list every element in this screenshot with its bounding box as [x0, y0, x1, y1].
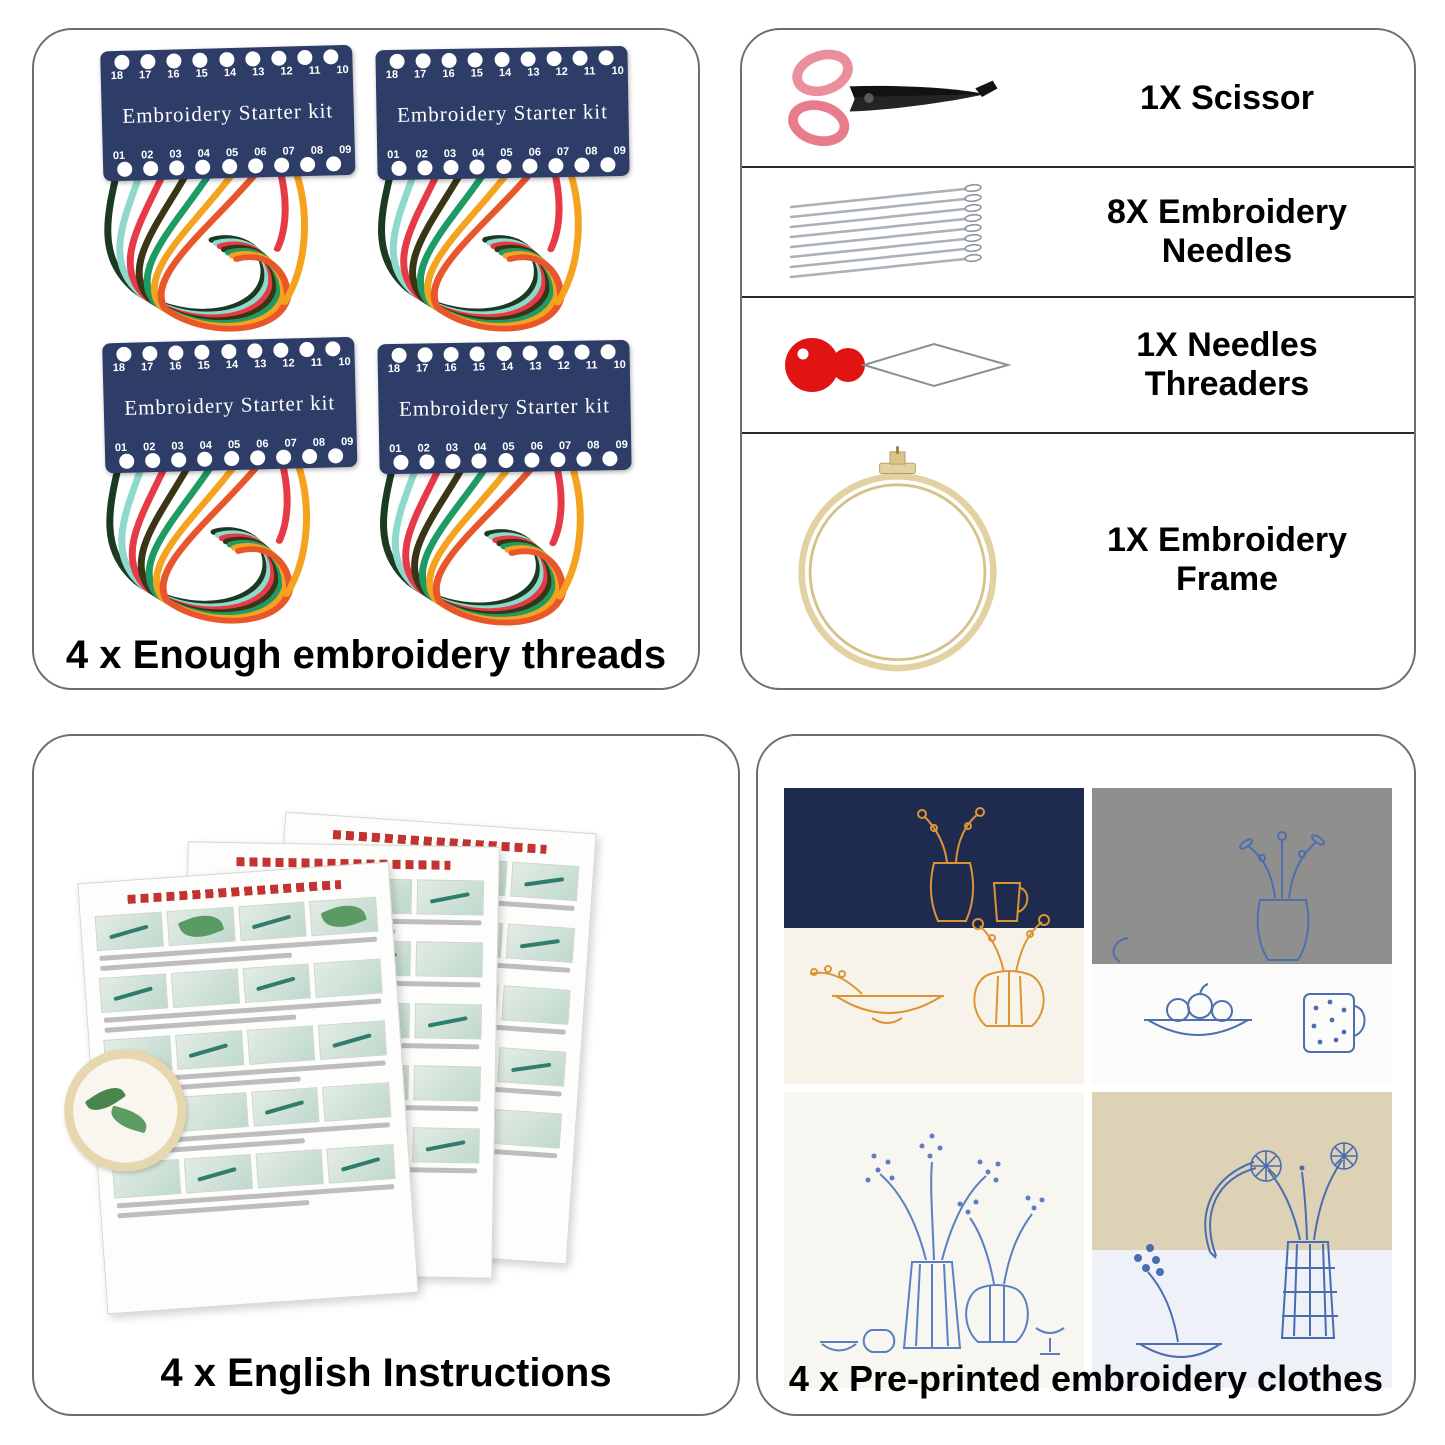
tool-row-frame: 1X Embroidery Frame — [742, 432, 1414, 686]
thread-card-title: Embroidery Starter kit — [124, 389, 336, 420]
needles-icon — [742, 177, 1052, 287]
tool-row-scissors: 1X Scissor — [742, 30, 1414, 166]
tool-label-threader: 1X Needles Threaders — [1136, 326, 1318, 403]
threads-caption: 4 x Enough embroidery threads — [65, 633, 667, 677]
thread-card-title: Embroidery Starter kit — [122, 97, 334, 128]
thread-organizer-card: 18 17 16 15 14 13 12 11 10 Embroidery St… — [363, 339, 652, 645]
thread-card-title: Embroidery Starter kit — [398, 392, 611, 421]
tool-label-frame: 1X Embroidery Frame — [1107, 521, 1347, 598]
thread-bundle — [89, 164, 373, 345]
cloth-grid — [784, 788, 1392, 1388]
thread-holes-bottom — [387, 157, 619, 176]
thread-holes-bottom — [389, 451, 621, 470]
cloth-navy-white-orange-print — [784, 788, 1084, 1084]
cloth-beige-white-blue-print — [1092, 1092, 1392, 1388]
instruction-sheet — [60, 861, 419, 1315]
thread-card-title: Embroidery Starter kit — [396, 98, 609, 127]
tool-row-needles: 8X Embroidery Needles — [742, 166, 1414, 296]
thread-bundle — [365, 460, 648, 639]
scissors-icon — [742, 40, 1052, 156]
thread-organizer-card: 18 17 16 15 14 13 12 11 10 Embroidery St… — [88, 336, 380, 643]
cloth-ivory-blue-print — [784, 1092, 1084, 1388]
panel-threads: 18 17 16 15 14 13 12 11 10 Embroidery St… — [32, 28, 700, 690]
thread-bundle — [91, 456, 375, 637]
panel-tools: 1X Scissor — [740, 28, 1416, 690]
panel-instructions: 4 x English Instructions — [32, 734, 740, 1416]
thread-organizer-card: 18 17 16 15 14 13 12 11 10 Embroidery St… — [361, 45, 650, 351]
thread-card-face: 18 17 16 15 14 13 12 11 10 Embroidery St… — [100, 44, 356, 182]
clothes-caption: 4 x Pre-printed embroidery clothes — [788, 1358, 1384, 1399]
thread-card-face: 18 17 16 15 14 13 12 11 10 Embroidery St… — [377, 339, 632, 475]
thread-card-face: 18 17 16 15 14 13 12 11 10 Embroidery St… — [102, 336, 358, 474]
thread-bundle — [363, 166, 646, 345]
tool-row-threader: 1X Needles Threaders — [742, 296, 1414, 432]
cloth-gray-white-blue-print — [1092, 788, 1392, 1084]
tool-label-scissor: 1X Scissor — [1140, 78, 1314, 117]
thread-organizer-card: 18 17 16 15 14 13 12 11 10 Embroidery St… — [86, 44, 378, 351]
instructions-caption: 4 x English Instructions — [160, 1351, 612, 1395]
tool-label-needles: 8X Embroidery Needles — [1107, 193, 1347, 270]
embroidery-hoop-icon — [742, 441, 1052, 679]
needle-threader-icon — [742, 315, 1052, 415]
thread-card-face: 18 17 16 15 14 13 12 11 10 Embroidery St… — [375, 45, 630, 181]
panel-clothes: 4 x Pre-printed embroidery clothes — [756, 734, 1416, 1416]
